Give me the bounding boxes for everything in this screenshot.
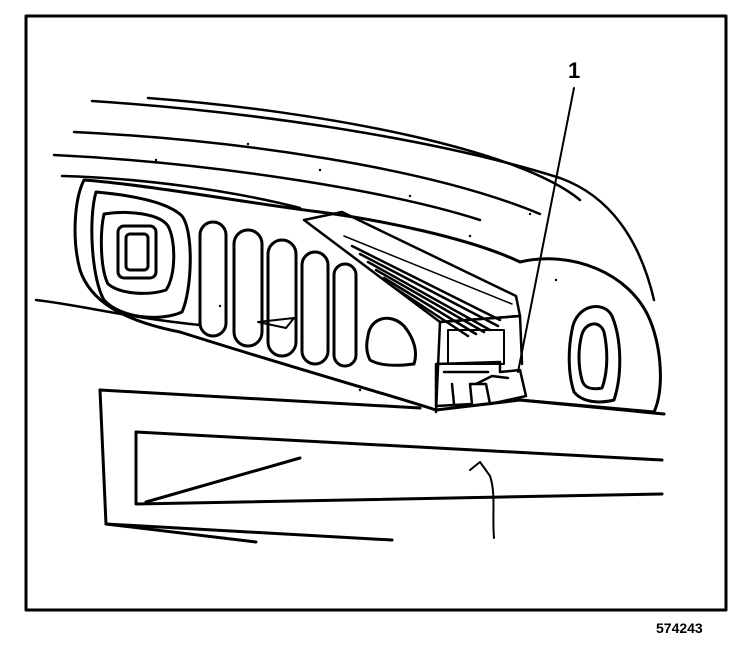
texture-dots [154,142,558,392]
lamp-housing-left [90,190,192,319]
vent-slots [198,220,358,368]
callout-number-1: 1 [568,58,581,83]
fascia-body [73,178,662,414]
module-block [302,210,524,414]
frame-border [24,14,728,612]
trim-lines [34,96,656,327]
figure-id: 574243 [656,620,703,636]
bumper-plate [98,388,666,544]
marker-lamp-left [365,316,418,367]
marker-lamp-right [567,305,622,404]
callout-leader [517,87,575,373]
connector-clip [434,360,528,408]
